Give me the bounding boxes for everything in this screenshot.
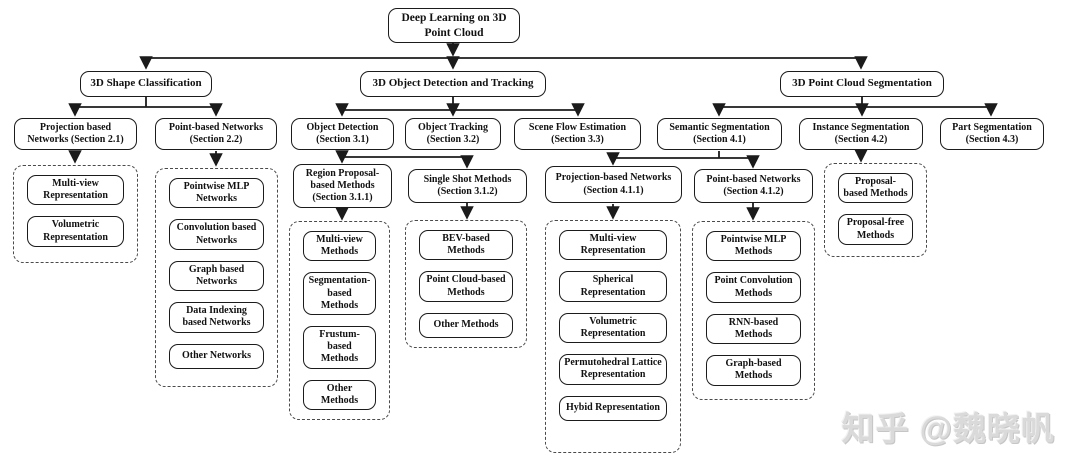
node-semantic-segmentation-4-1: Semantic Segmentation (Section 4.1) bbox=[657, 118, 782, 150]
leaf-node: Pointwise MLP Networks bbox=[169, 178, 264, 209]
leaf-node: Convolution based Networks bbox=[169, 219, 264, 250]
node-shape-classification: 3D Shape Classification bbox=[80, 71, 212, 97]
leaf-node: Hybid Representation bbox=[559, 395, 667, 421]
leaf-node: Other Networks bbox=[169, 343, 264, 369]
node-region-proposal-3-1-1: Region Proposal-based Methods (Section 3… bbox=[293, 164, 392, 208]
leaf-node: Multi-view Representation bbox=[559, 230, 667, 261]
leaf-node: Pointwise MLP Methods bbox=[706, 231, 801, 262]
node-single-shot-3-1-2: Single Shot Methods (Section 3.1.2) bbox=[408, 169, 527, 203]
leaf-node: Segmentation-based Methods bbox=[303, 272, 376, 315]
leaf-node: BEV-based Methods bbox=[419, 230, 513, 261]
node-root: Deep Learning on 3D Point Cloud bbox=[388, 8, 520, 43]
zhihu-watermark: 知乎 @魏晓帆 bbox=[841, 410, 1055, 447]
leaf-node: Volumetric Representation bbox=[559, 312, 667, 344]
leaf-node: Volumetric Representation bbox=[27, 216, 124, 247]
leaf-node: Point Cloud-based Methods bbox=[419, 271, 513, 302]
leaf-node: Permutohedral Lattice Representation bbox=[559, 354, 667, 385]
node-point-cloud-segmentation: 3D Point Cloud Segmentation bbox=[780, 71, 944, 97]
leaf-node: Multi-view Representation bbox=[27, 175, 124, 206]
leaf-node: Multi-view Methods bbox=[303, 231, 376, 262]
node-point-networks-2-2: Point-based Networks (Section 2.2) bbox=[155, 118, 277, 150]
node-object-detection-3-1: Object Detection (Section 3.1) bbox=[291, 118, 394, 150]
leaf-node: Graph-based Methods bbox=[706, 355, 801, 386]
leaf-node: Frustum-based Methods bbox=[303, 325, 376, 369]
node-part-segmentation-4-3: Part Segmentation (Section 4.3) bbox=[940, 118, 1044, 150]
leaf-node: Data Indexing based Networks bbox=[169, 302, 264, 333]
node-projection-networks-4-1-1: Projection-based Networks (Section 4.1.1… bbox=[545, 166, 682, 203]
leaf-node: Other Methods bbox=[419, 312, 513, 338]
leaf-node: Proposal-free Methods bbox=[838, 214, 913, 245]
leaf-node: Point Convolution Methods bbox=[706, 272, 801, 303]
node-projection-networks-2-1: Projection based Networks (Section 2.1) bbox=[14, 118, 137, 150]
leaf-node: Other Methods bbox=[303, 379, 376, 410]
leaf-node: RNN-based Methods bbox=[706, 313, 801, 345]
leaf-node: Graph based Networks bbox=[169, 260, 264, 292]
node-scene-flow-3-3: Scene Flow Estimation (Section 3.3) bbox=[514, 118, 641, 150]
node-object-detection-tracking: 3D Object Detection and Tracking bbox=[360, 71, 546, 97]
node-instance-segmentation-4-2: Instance Segmentation (Section 4.2) bbox=[799, 118, 923, 150]
node-point-networks-4-1-2: Point-based Networks (Section 4.1.2) bbox=[694, 169, 813, 203]
leaf-node: Spherical Representation bbox=[559, 271, 667, 302]
node-object-tracking-3-2: Object Tracking (Section 3.2) bbox=[405, 118, 501, 150]
leaf-node: Proposal-based Methods bbox=[838, 173, 913, 204]
